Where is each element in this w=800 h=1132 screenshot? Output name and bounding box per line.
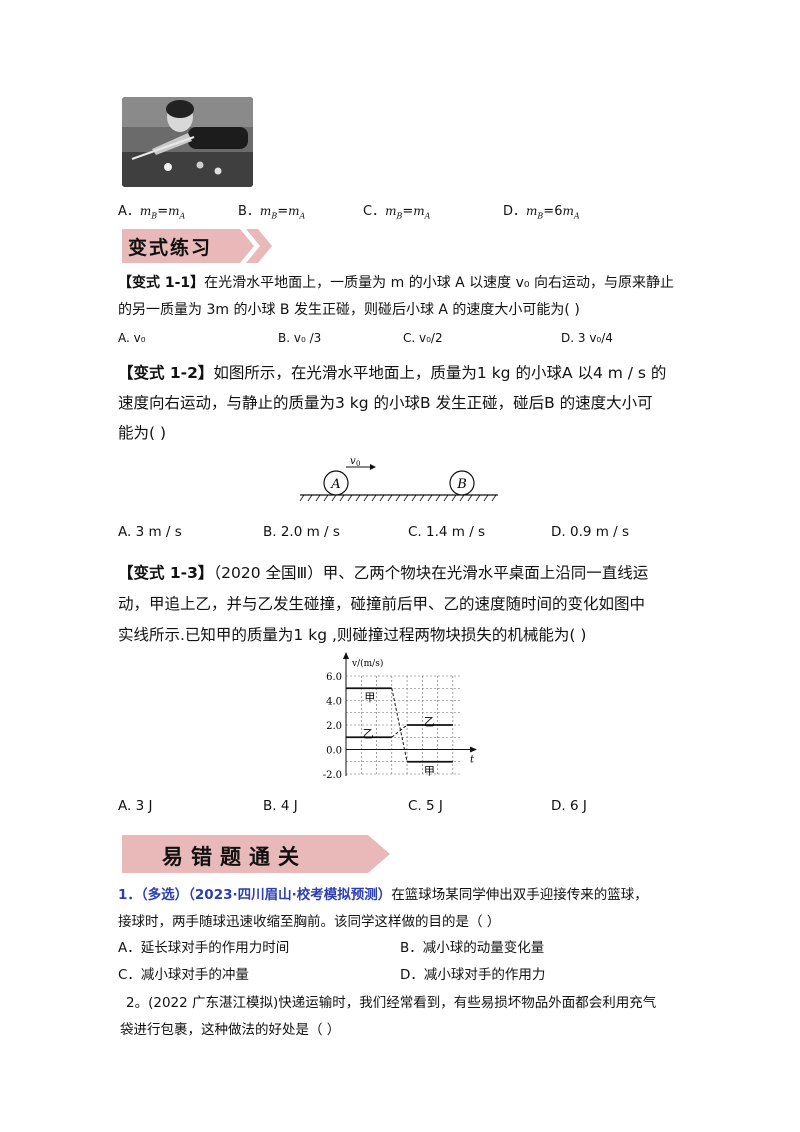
y-tick-label: -2.0	[323, 770, 342, 781]
q1-option-b: B. v₀ /3	[278, 331, 322, 345]
velocity-arrowhead	[370, 464, 376, 470]
y-tick-label: 0.0	[326, 746, 342, 757]
q1-option-c: C. v₀/2	[403, 331, 443, 345]
q3-option-c: C. 5 J	[408, 798, 443, 814]
chart-series	[346, 687, 453, 763]
question-1-3: 【变式 1-3】（2020 全国Ⅲ）甲、乙两个物块在光滑水平桌面上沿同一直线运 …	[118, 558, 678, 651]
series-label: 乙	[363, 728, 374, 741]
y-tick-label: 6.0	[326, 672, 342, 683]
top-option-b: B．mB=mA	[238, 204, 306, 221]
section-banner-practice: 变式练习	[122, 229, 272, 263]
section-banner-mistakes: 易错题通关	[122, 835, 390, 873]
q1-option-d: D. 3 v₀/4	[561, 331, 613, 345]
e1-option-b: B．减小球的动量变化量	[400, 940, 545, 956]
question-text-line: 能为( )	[118, 424, 167, 442]
series-label: 甲	[424, 764, 435, 777]
series-segment	[391, 724, 408, 738]
exercise-text-line: 接球时，两手随球迅速收缩至胸前。该同学这样做的目的是（ ）	[118, 914, 501, 930]
y-axis-arrow	[343, 652, 349, 659]
question-tag: 【变式 1-2】	[118, 364, 214, 382]
exercise-text-line: 在篮球场某同学伸出双手迎接传来的篮球，	[391, 887, 648, 903]
top-option-a: A．mB=mA	[118, 204, 186, 221]
y-tick-label: 4.0	[326, 697, 342, 708]
question-tag: 【变式 1-1】	[118, 275, 205, 291]
q3-option-d: D. 6 J	[551, 798, 587, 814]
question-text-line: （2020 全国Ⅲ）甲、乙两个物块在光滑水平桌面上沿同一直线运	[213, 564, 649, 582]
q2-option-c: C. 1.4 m / s	[408, 524, 486, 540]
banner-title-practice: 变式练习	[128, 237, 213, 259]
ball-a	[323, 470, 349, 496]
chart-axes: v/(m/s) t	[343, 652, 477, 776]
snooker-photo	[122, 97, 253, 187]
question-tag: 【变式 1-3】	[118, 564, 214, 582]
collision-figure: A B v 0	[300, 456, 498, 502]
exercise-number: 1．	[118, 887, 141, 903]
y-tick-label: 2.0	[326, 721, 342, 732]
exercise-1: 1．（多选）（2023·四川眉山·校考模拟预测）在篮球场某同学伸出双手迎接传来的…	[118, 882, 678, 936]
exercise-text-line: 2。(2022 广东湛江模拟)快递运输时，我们经常看到，有些易损坏物品外面都会利…	[126, 995, 657, 1011]
banner-title-mistakes: 易错题通关	[162, 844, 307, 869]
ball-b-label: B	[456, 477, 467, 492]
question-text-line: 实线所示.已知甲的质量为1 kg ,则碰撞过程两物块损失的机械能为( )	[118, 626, 587, 644]
top-option-d: D．mB=6mA	[503, 204, 580, 221]
top-options-row: A．mB=mA B．mB=mA C．mB=mA D．mB=6mA	[118, 200, 678, 221]
exercise-2: 2。(2022 广东湛江模拟)快递运输时，我们经常看到，有些易损坏物品外面都会利…	[120, 990, 686, 1044]
q3-option-a: A. 3 J	[118, 798, 153, 814]
banner-arrow-shape	[122, 835, 390, 873]
q2-option-b: B. 2.0 m / s	[263, 524, 340, 540]
e1-option-a: A．延长球对手的作用力时间	[118, 940, 290, 956]
exercise-text-line: 袋进行包裹，这种做法的好处是（ ）	[120, 1022, 341, 1038]
banner-arrow-shape	[122, 229, 272, 263]
x-axis-arrow	[470, 746, 477, 753]
q3-option-b: B. 4 J	[263, 798, 298, 814]
question-1-1: 【变式 1-1】在光滑水平地面上，一质量为 m 的小球 A 以速度 v₀ 向右运…	[118, 270, 678, 324]
velocity-subscript: 0	[356, 460, 360, 468]
series-label: 乙	[424, 715, 435, 728]
exercise-source: （多选）（2023·四川眉山·校考模拟预测）	[140, 887, 392, 903]
question-text-line: 动，甲追上乙，并与乙发生碰撞，碰撞前后甲、乙的速度随时间的变化如图中	[118, 595, 646, 613]
ball-b	[449, 470, 475, 496]
question-text-line: 速度向右运动，与静止的质量为3 kg 的小球B 发生正碰，碰后B 的速度大小可	[118, 394, 653, 412]
q2-option-a: A. 3 m / s	[118, 524, 182, 540]
y-axis-label: v/(m/s)	[351, 658, 383, 669]
velocity-label: v	[350, 456, 356, 467]
q2-option-d: D. 0.9 m / s	[551, 524, 630, 540]
x-axis-label: t	[470, 755, 475, 766]
top-option-c: C．mB=mA	[363, 204, 431, 221]
question-text-line: 在光滑水平地面上，一质量为 m 的小球 A 以速度 v₀ 向右运动，与原来静止	[204, 275, 674, 291]
question-1-2: 【变式 1-2】如图所示，在光滑水平地面上，质量为1 kg 的小球A 以4 m …	[118, 358, 678, 448]
e1-option-d: D．减小球对手的作用力	[400, 967, 546, 983]
series-segment	[391, 688, 408, 762]
chart-tick-labels: 6.0 4.0 2.0 0.0 -2.0	[323, 672, 342, 781]
q1-option-a: A. v₀	[118, 331, 146, 345]
question-text-line: 的另一质量为 3m 的小球 B 发生正碰，则碰后小球 A 的速度大小可能为( )	[118, 302, 580, 318]
question-text-line: 如图所示，在光滑水平地面上，质量为1 kg 的小球A 以4 m / s 的	[213, 364, 667, 382]
ball-a-label: A	[330, 477, 340, 492]
series-label: 甲	[364, 691, 375, 704]
e1-option-c: C．减小球对手的冲量	[118, 967, 249, 983]
snooker-illustration	[122, 97, 253, 187]
